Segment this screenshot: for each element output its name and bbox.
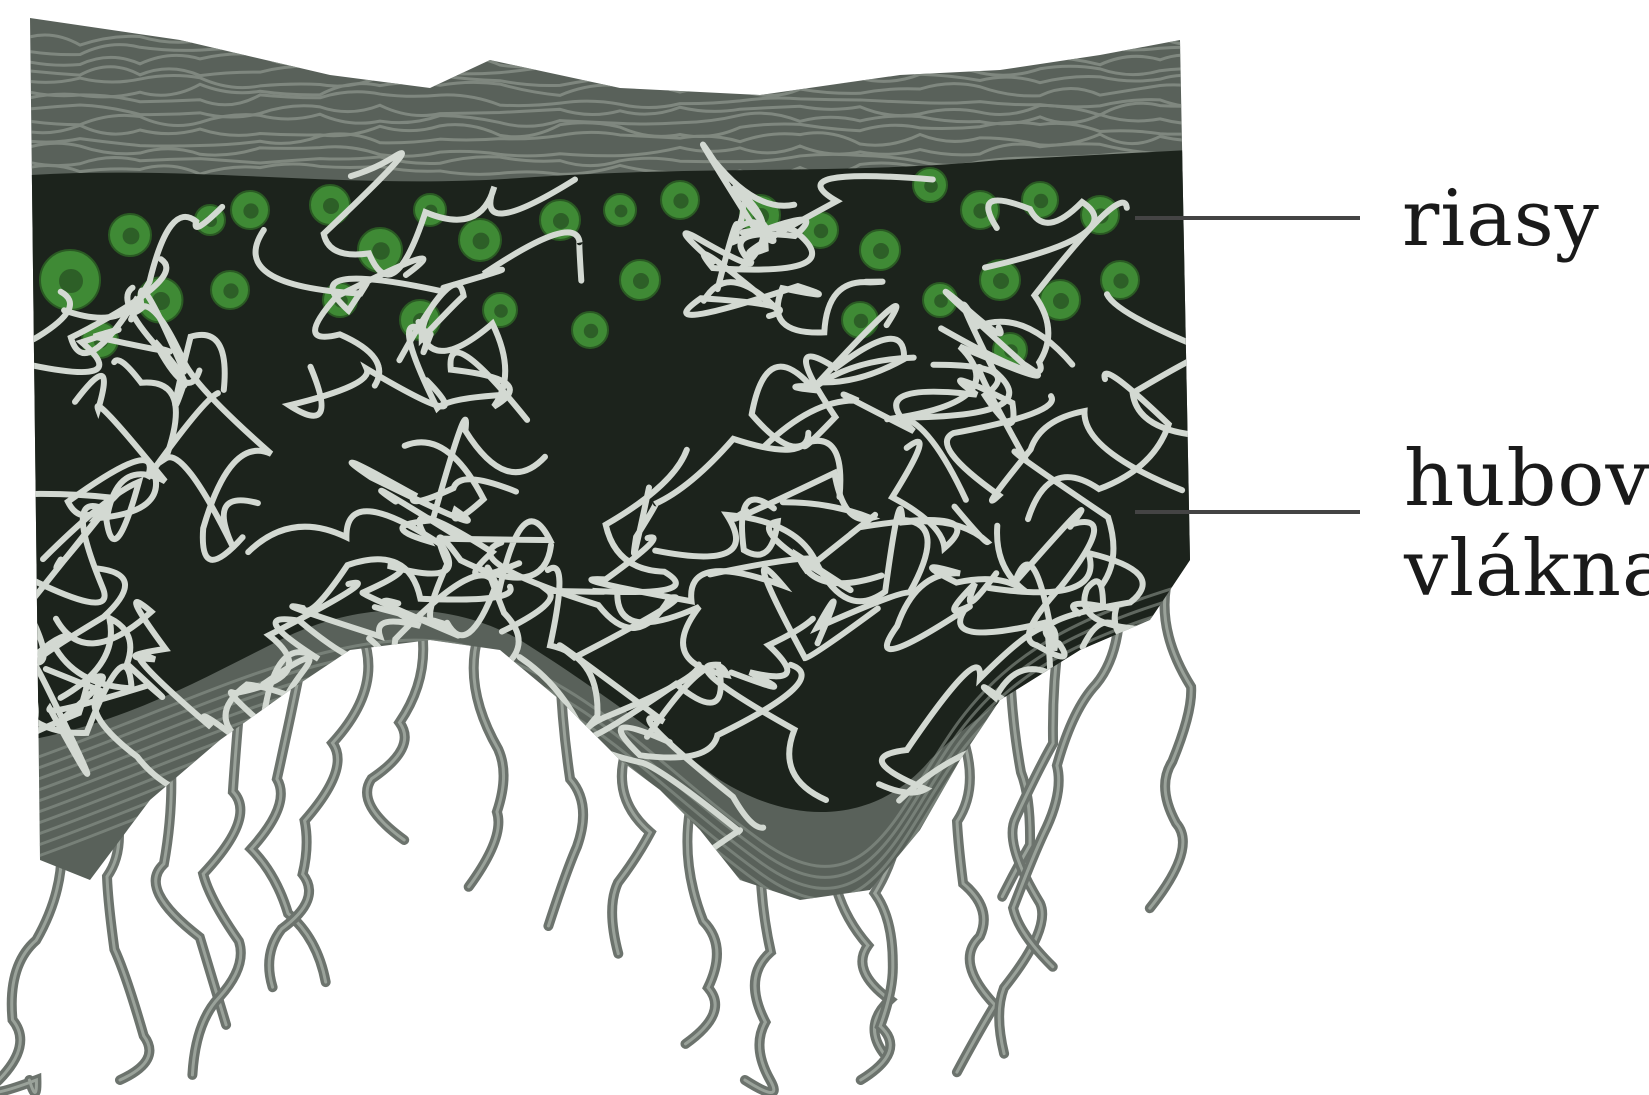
algae-cell-nucleus	[223, 283, 238, 298]
algae-cell-nucleus	[1034, 194, 1048, 208]
algae-cell-nucleus	[615, 205, 628, 218]
rhizine	[1150, 570, 1191, 908]
algae-cell-nucleus	[323, 198, 339, 214]
algae-cell-nucleus	[372, 242, 390, 260]
rhizine	[0, 830, 62, 1093]
algae-cell-nucleus	[59, 269, 83, 293]
algae-cell-nucleus	[633, 273, 649, 289]
algae-cell-nucleus	[473, 233, 490, 250]
algae-cell-nucleus	[854, 314, 868, 328]
label-fungal-hyphae-line2: vlákna	[1404, 530, 1649, 608]
thallus	[0, 18, 1331, 982]
algae-cell-nucleus	[673, 193, 688, 208]
rhizine	[367, 620, 423, 840]
algae-cell-nucleus	[993, 273, 1009, 289]
algae-cell-nucleus	[1113, 273, 1128, 288]
algae-cell-nucleus	[1053, 293, 1069, 309]
algae-cell-nucleus	[494, 304, 508, 318]
algae-cell-nucleus	[553, 213, 569, 229]
algae-cell-nucleus	[873, 243, 889, 259]
rhizine	[156, 750, 226, 1025]
algae-cell-nucleus	[123, 228, 140, 245]
label-algae: riasy	[1402, 180, 1600, 258]
rhizine-highlight	[0, 830, 62, 1093]
algae-cell-nucleus	[243, 203, 258, 218]
rhizine	[251, 670, 326, 982]
label-fungal-hyphae-line1: hubové	[1404, 440, 1649, 518]
rhizine	[957, 730, 995, 1072]
algae-cell-nucleus	[814, 224, 828, 238]
algae-cell-nucleus	[584, 324, 598, 338]
